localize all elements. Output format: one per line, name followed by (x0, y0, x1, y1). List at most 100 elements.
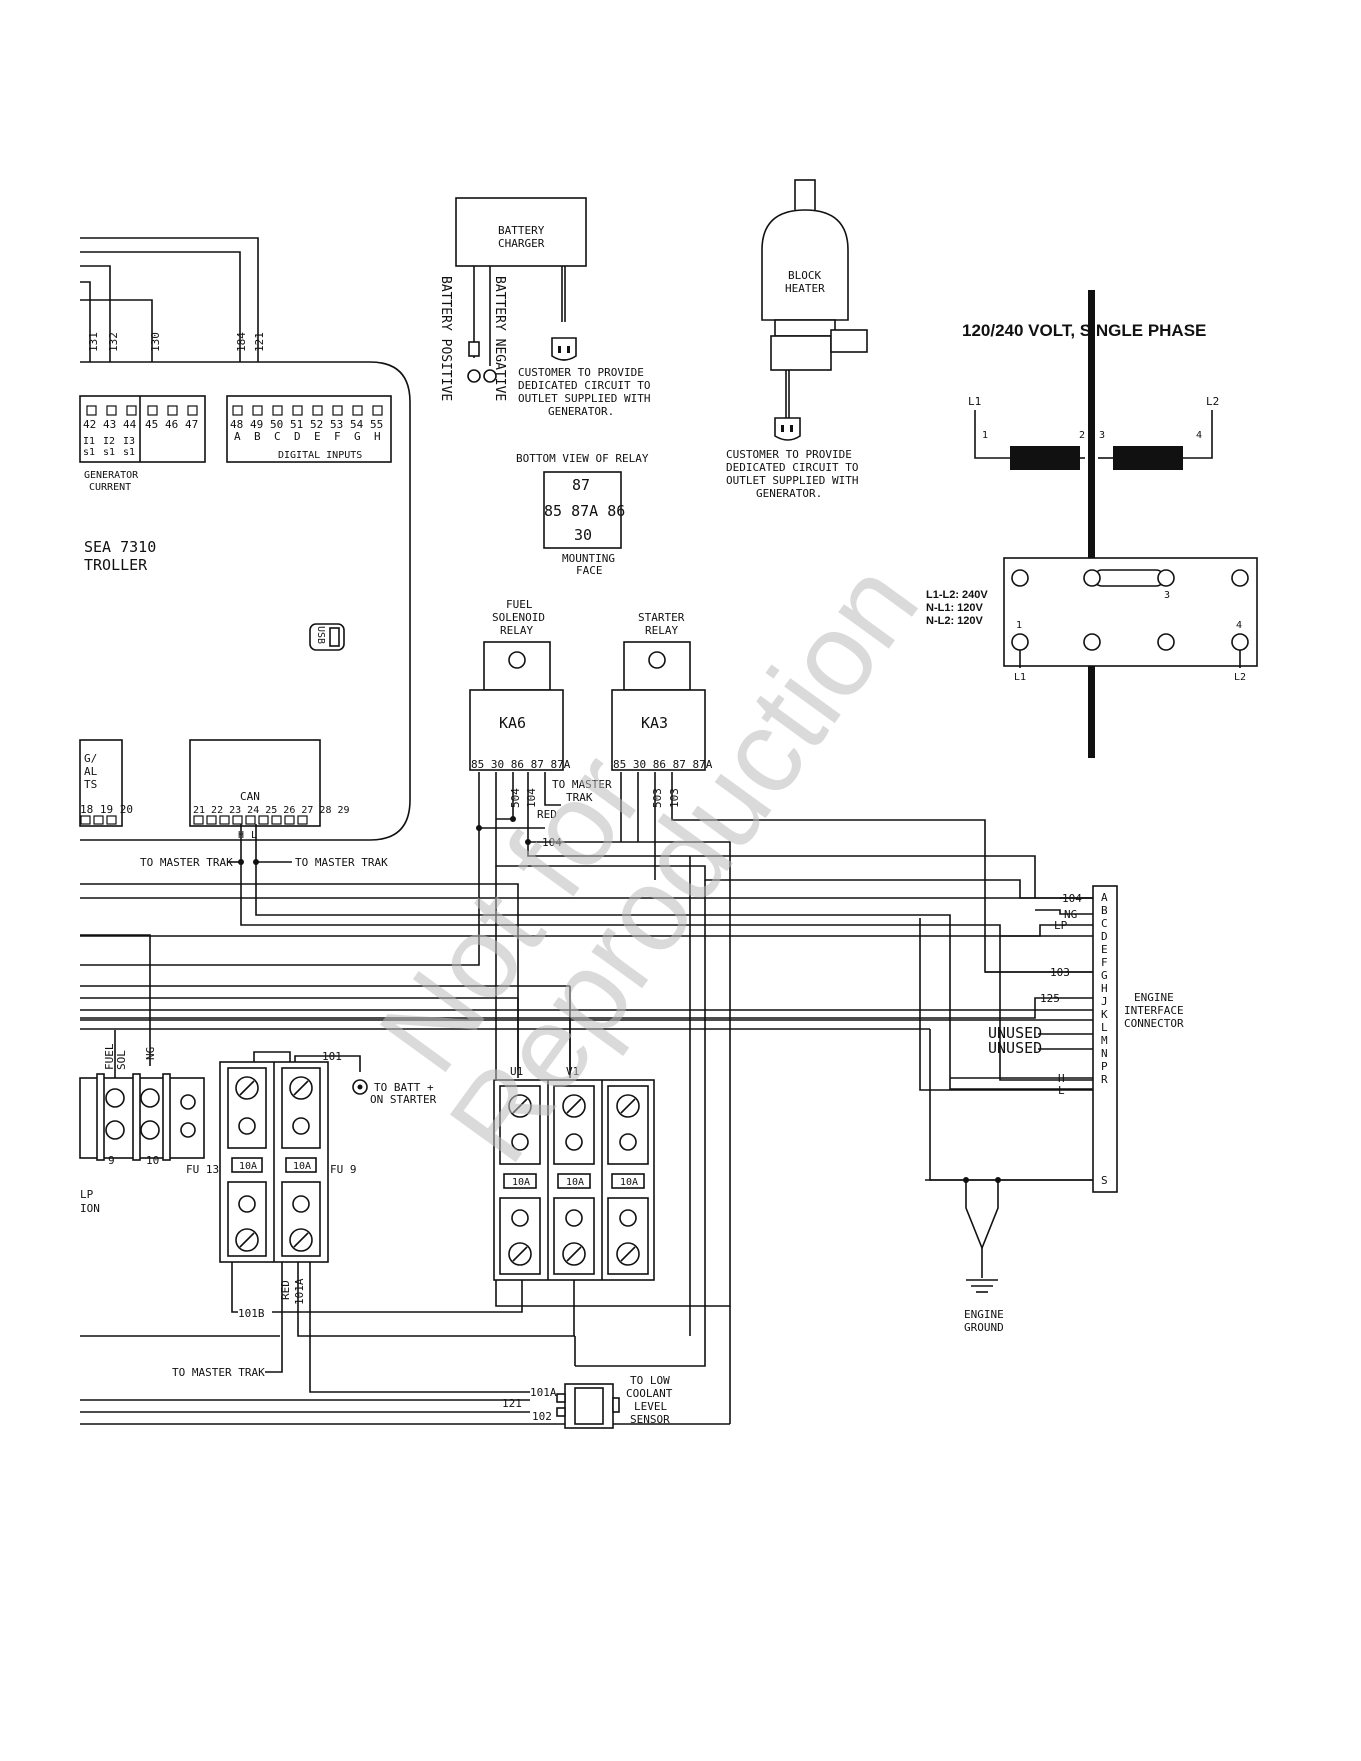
can-terms: 21 22 23 24 25 26 27 28 29 (193, 805, 350, 816)
l2-top: L2 (1206, 395, 1219, 408)
relay-bottom-view: BOTTOM VIEW OF RELAY 87 85 87A 86 30 MOU… (516, 452, 649, 577)
engine-ground: ENGINE GROUND (963, 1177, 1004, 1334)
can-terminals (193, 815, 308, 825)
connector-caption-2: INTERFACE (1124, 1004, 1184, 1017)
dig-term-50: 50 (270, 418, 283, 431)
wire-104-b: 104 (542, 836, 562, 849)
can-title: CAN (240, 790, 260, 803)
starter-relay-caption-2: RELAY (645, 624, 678, 637)
left-box-line-3: TS (84, 778, 97, 791)
fu9-label: FU 9 (330, 1163, 357, 1176)
fuel-term-9: 9 (108, 1154, 115, 1167)
conn-wire-unused-l: UNUSED (988, 1039, 1042, 1057)
conn-wire-lp: LP (1054, 919, 1068, 932)
heater-note-3: OUTLET SUPPLIED WITH (726, 474, 858, 487)
digital-inputs-caption: DIGITAL INPUTS (278, 450, 362, 461)
relay-view-title: BOTTOM VIEW OF RELAY (516, 452, 649, 465)
pin-e: E (1101, 943, 1108, 956)
pin-f: F (1101, 956, 1108, 969)
lead-battery-positive: BATTERY POSITIVE (438, 276, 453, 401)
coolant-note-1: TO LOW (630, 1374, 670, 1387)
can-to-master-left: TO MASTER TRAK (140, 856, 233, 869)
gen-caption-1: GENERATOR (84, 470, 139, 481)
coolant-note-3: LEVEL (634, 1400, 667, 1413)
charger-plug (551, 337, 577, 361)
wire-504: 504 (509, 788, 522, 808)
fuel-sol-label-2: SOL (115, 1050, 128, 1070)
pin-b: B (1101, 904, 1108, 917)
lp-label-2: ION (80, 1202, 100, 1215)
wire-label-184: 184 (235, 332, 248, 352)
dig-letter-h: H (374, 430, 381, 443)
connector-caption-3: CONNECTOR (1124, 1017, 1184, 1030)
block-heater: BLOCK HEATER CUSTOMER TO PROVIDE DEDICAT… (726, 179, 868, 500)
conn-wire-l: L (1058, 1084, 1065, 1097)
gen-caption-2: CURRENT (89, 482, 131, 493)
dig-letter-a: A (234, 430, 241, 443)
dig-term-52: 52 (310, 418, 323, 431)
coil-left (1010, 446, 1080, 470)
wire-red: RED (537, 808, 557, 821)
connector-caption-1: ENGINE (1134, 991, 1174, 1004)
heater-label-1: BLOCK (788, 269, 821, 282)
ka6-name: KA6 (499, 714, 526, 732)
fuse-fu13-rating: 10A (239, 1161, 257, 1172)
gen-term-46: 46 (165, 418, 178, 431)
conn-wire-104: 104 (1062, 892, 1082, 905)
fuel-relay-caption-1: FUEL (506, 598, 533, 611)
connector-pins: A B C D E F G H J K L M N P R S (1101, 891, 1108, 1187)
coil-n3: 3 (1099, 430, 1105, 441)
fuel-sol-terminals: FUEL SOL NG 9 10 LP ION (79, 1030, 205, 1215)
wire-101: 101 (322, 1050, 342, 1063)
coil-n4: 4 (1196, 430, 1202, 441)
dig-term-48: 48 (230, 418, 243, 431)
relay-to-master-2: TRAK (566, 791, 593, 804)
pin-p: P (1101, 1060, 1108, 1073)
wire-label-132: 132 (107, 332, 120, 352)
spec-n-l1: N-L1: 120V (926, 602, 984, 614)
pin-m: M (1101, 1034, 1108, 1047)
dig-letter-b: B (254, 430, 261, 443)
wire-121-coolant: 121 (502, 1397, 522, 1410)
board-3: 3 (1164, 590, 1170, 601)
fuel-relay-caption-3: RELAY (500, 624, 533, 637)
pin-r: R (1101, 1073, 1108, 1086)
relay-caption-2: FACE (576, 564, 603, 577)
l2-bottom: L2 (1234, 672, 1246, 683)
wire-101a-vertical: 101A (293, 1278, 306, 1305)
wire-label-131: 131 (87, 332, 100, 352)
charger-note-4: GENERATOR. (548, 405, 614, 418)
relay-pin-87: 87 (572, 476, 590, 494)
wire-503: 503 (651, 788, 664, 808)
dig-term-55: 55 (370, 418, 383, 431)
coolant-note-2: COOLANT (626, 1387, 673, 1400)
spec-n-l2: N-L2: 120V (926, 615, 984, 627)
relay-caption-1: MOUNTING (562, 552, 615, 565)
board-4: 4 (1236, 620, 1242, 631)
coolant-sensor: 101A 121 102 TO LOW COOLANT LEVEL SENSOR (502, 1374, 673, 1429)
heater-note-2: DEDICATED CIRCUIT TO (726, 461, 858, 474)
left-box-line-1: G/ (84, 752, 97, 765)
wire-101b: 101B (238, 1307, 265, 1320)
coolant-note-4: SENSOR (630, 1413, 670, 1426)
gen-sub-i1: I1 (83, 436, 95, 447)
board-1: 1 (1016, 620, 1022, 631)
controller-title-1: SEA 7310 (84, 538, 156, 556)
fuse-v1-rating: 10A (566, 1177, 584, 1188)
u1-label: U1 (510, 1065, 523, 1078)
pin-d: D (1101, 930, 1108, 943)
pin-k: K (1101, 1008, 1108, 1021)
lead-battery-negative: BATTERY NEGATIVE (492, 276, 507, 401)
controller: SEA 7310 TROLLER 131 132 130 184 121 42 … (79, 237, 411, 841)
pin-j: J (1101, 995, 1108, 1008)
gen-sub-i2: I2 (103, 436, 115, 447)
left-io-block (79, 739, 123, 827)
l1-top: L1 (968, 395, 981, 408)
fuel-sol-label-1: FUEL (103, 1043, 116, 1070)
batt-label-2: ON STARTER (370, 1093, 437, 1106)
wire-label-130: 130 (149, 332, 162, 352)
charger-note-2: DEDICATED CIRCUIT TO (518, 379, 650, 392)
voltage-panel: 120/240 VOLT, SINGLE PHASE L1 L2 1 2 3 4… (926, 290, 1258, 758)
fuse-3-rating: 10A (620, 1177, 638, 1188)
